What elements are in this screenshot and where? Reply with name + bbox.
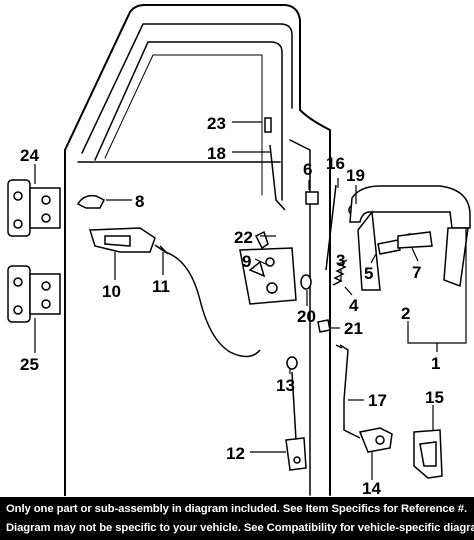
callout-20: 20 (297, 307, 316, 326)
inside-handle (88, 227, 156, 253)
disclaimer-line-1: Only one part or sub-assembly in diagram… (6, 503, 467, 515)
callout-7: 7 (412, 263, 421, 282)
callout-4: 4 (349, 296, 359, 315)
callout-22: 22 (234, 228, 253, 247)
callout-19: 19 (346, 166, 365, 185)
callout-6: 6 (303, 160, 312, 179)
door-latch (239, 247, 297, 305)
remote-cable (154, 244, 261, 358)
upper-hinge (7, 179, 61, 237)
callout-14-visible: 14 (362, 479, 381, 496)
rod-retainer (300, 274, 312, 290)
callout-12: 12 (226, 444, 245, 463)
callout-21: 21 (344, 319, 363, 338)
callout-1: 1 (431, 354, 440, 373)
door-shell (64, 4, 331, 496)
callout-24: 24 (20, 146, 39, 165)
callout-13: 13 (276, 376, 295, 395)
callout-2: 2 (401, 304, 410, 323)
callout-18: 18 (207, 144, 226, 163)
door-striker (413, 429, 443, 479)
grommet (286, 356, 298, 370)
lock-rod (269, 144, 286, 211)
lock-cylinder (358, 427, 393, 453)
callout-11: 11 (152, 277, 170, 296)
door-lock-parts-diagram: 24 25 8 10 11 23 18 22 9 13 12 6 16 19 3… (7, 4, 471, 496)
callout-16: 16 (326, 154, 345, 173)
disclaimer-banner: Only one part or sub-assembly in diagram… (0, 497, 474, 540)
callout-5: 5 (364, 264, 373, 283)
callout-23: 23 (207, 114, 226, 133)
callout-10: 10 (102, 282, 121, 301)
lock-actuator (285, 371, 307, 471)
callout-9: 9 (242, 252, 251, 271)
cylinder-lever (377, 231, 433, 255)
spring (332, 259, 348, 286)
callout-3: 3 (336, 251, 345, 270)
latch-screw (254, 230, 269, 250)
lower-hinge (7, 265, 61, 323)
leader-lines (34, 121, 467, 480)
rod-clip-lower (317, 319, 331, 333)
outside-handle (349, 185, 471, 291)
disclaimer-line-2: Diagram may not be specific to your vehi… (6, 522, 474, 534)
control-rod (325, 184, 337, 271)
lock-cylinder-rod (335, 344, 361, 439)
callout-8: 8 (135, 192, 144, 211)
handle-bushing (305, 191, 319, 205)
clip-part (76, 194, 106, 209)
rod-clip (264, 117, 272, 133)
callout-25: 25 (20, 355, 39, 374)
callout-17: 17 (368, 391, 387, 410)
callout-15: 15 (425, 388, 444, 407)
